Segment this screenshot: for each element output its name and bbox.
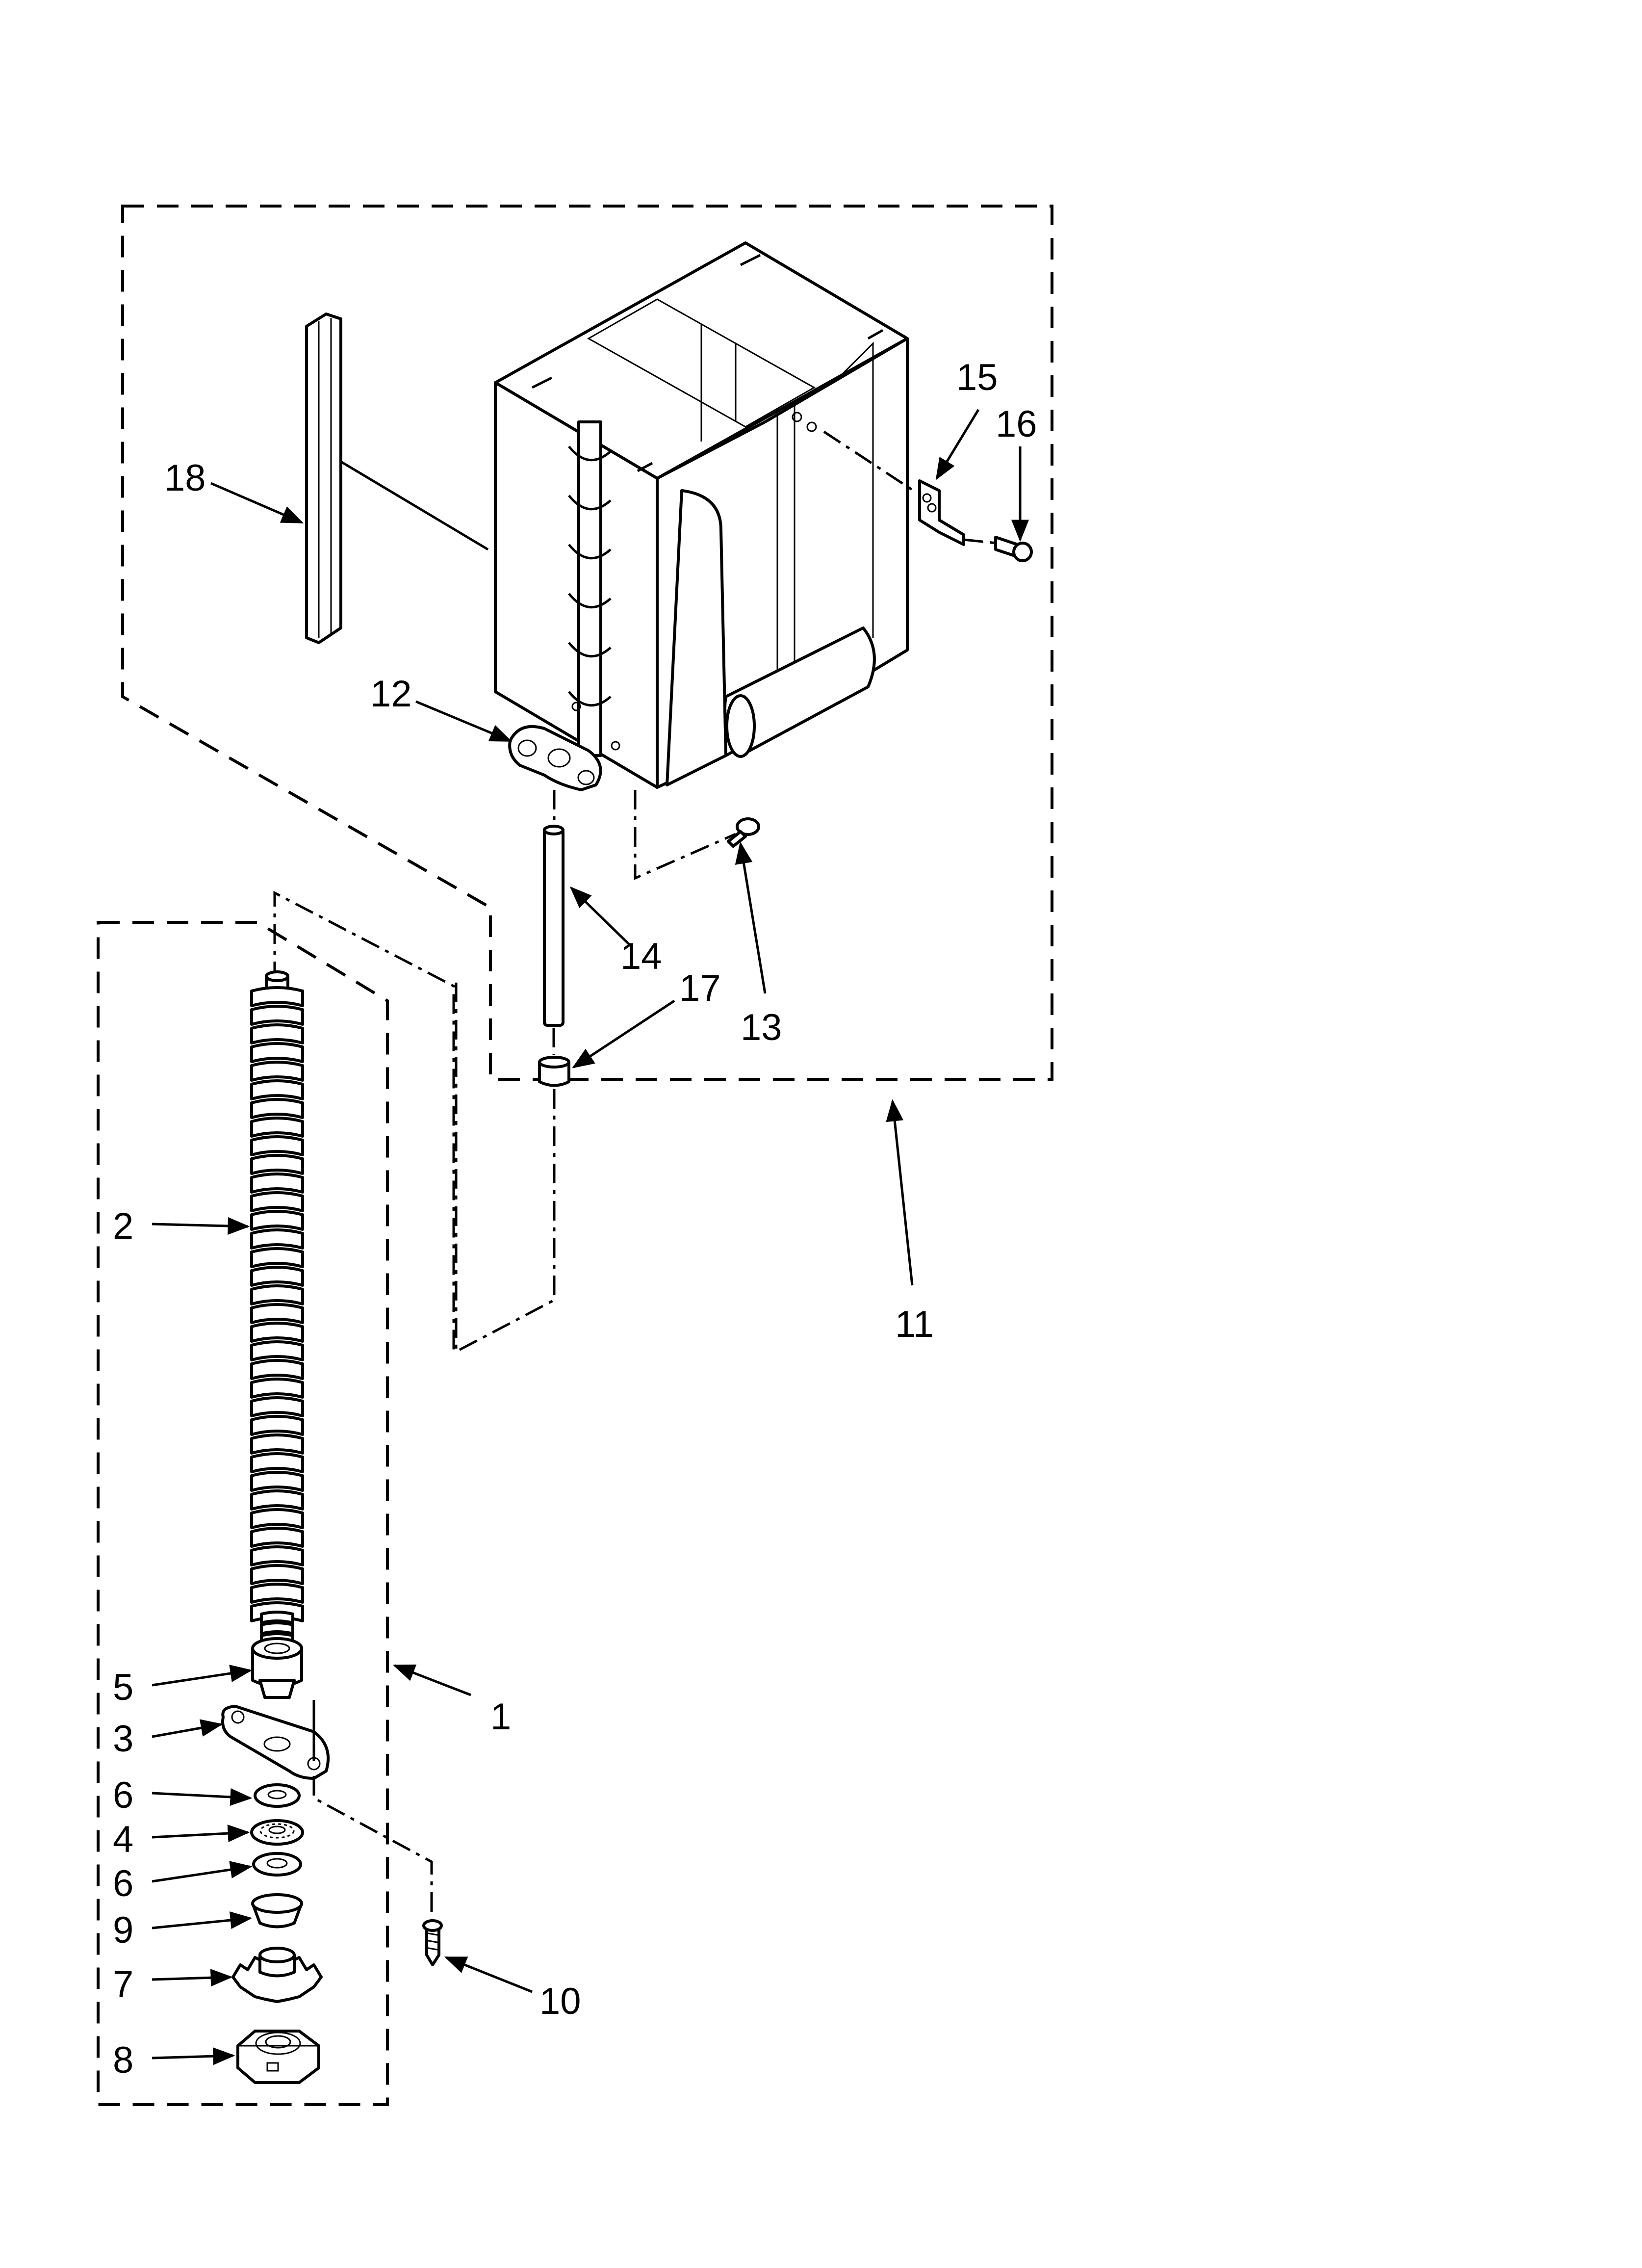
callout-1: 1: [490, 1696, 511, 1738]
callout-9: 9: [113, 1909, 133, 1951]
callout-11: 11: [895, 1303, 934, 1345]
callout-5: 5: [113, 1667, 133, 1708]
leader-arrows: [152, 409, 1029, 2065]
part-6-washer-lower: [252, 1852, 302, 1877]
part-10-screw: [422, 1919, 443, 1966]
part-5-coupling: [251, 1637, 303, 1699]
callout-labels: 1 2 3 4 5 6 6 7 8 9 10 11 12 13 14 15 16…: [113, 357, 1037, 2081]
callout-14: 14: [620, 936, 662, 977]
part-6-washer-upper: [254, 1783, 301, 1808]
part-18-gasket: [305, 313, 342, 644]
part-16-screw: [994, 536, 1033, 562]
callout-2: 2: [113, 1205, 133, 1247]
callout-17: 17: [679, 967, 721, 1009]
ice-bucket-housing: [494, 241, 909, 880]
assembly-1-boundary: [97, 921, 389, 2106]
part-12-bracket: [508, 725, 602, 791]
callout-3: 3: [113, 1718, 133, 1760]
callout-4: 4: [113, 1819, 133, 1860]
callout-15: 15: [956, 357, 998, 398]
callout-12: 12: [370, 673, 412, 715]
callout-13: 13: [741, 1007, 782, 1048]
part-9-cup: [251, 1893, 303, 1929]
callout-16: 16: [996, 403, 1037, 445]
callout-18: 18: [164, 457, 206, 499]
callout-6-upper: 6: [113, 1774, 133, 1816]
assembly-link-line: [273, 890, 455, 1352]
gasket-leader-line: [335, 457, 489, 551]
callout-8: 8: [113, 2039, 133, 2081]
callout-6-lower: 6: [113, 1863, 133, 1904]
part-2-auger: [250, 970, 304, 1646]
part-17-bushing: [455, 981, 570, 1354]
part-7-sprocket: [231, 1947, 323, 2003]
part-14-shaft: [543, 790, 564, 1027]
callout-7: 7: [113, 1963, 133, 2005]
assembly-11-boundary: [121, 205, 1053, 1081]
part-8-nut: [236, 2030, 320, 2084]
part-3-plate: [221, 1700, 433, 1923]
part-13-screw: [727, 817, 760, 848]
callout-10: 10: [539, 1981, 581, 2022]
part-4-bearing: [250, 1819, 304, 1846]
